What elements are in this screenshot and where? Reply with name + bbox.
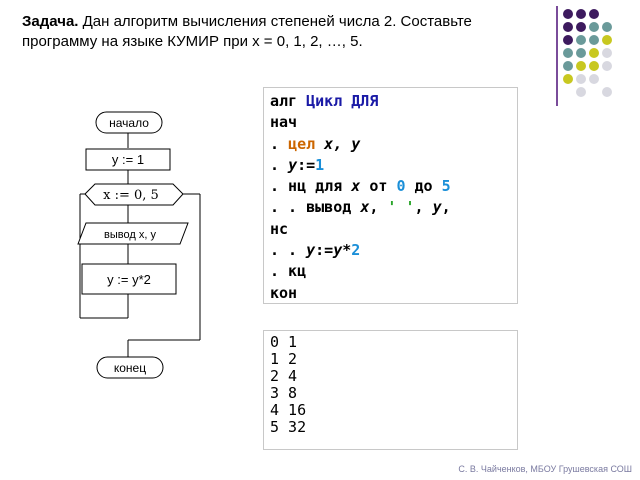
decorative-dot <box>563 9 573 19</box>
code-comma: , <box>414 198 433 217</box>
loop-hexagon <box>84 183 184 206</box>
init-process-box <box>85 148 171 171</box>
code-number: 0 <box>396 177 406 196</box>
code-keyword-alg: алг <box>270 92 307 110</box>
decorative-dot <box>576 22 586 32</box>
code-indent: . <box>270 134 289 153</box>
decorative-dot <box>589 61 599 71</box>
code-assign: := <box>315 241 334 260</box>
code-loop-start: . нц для <box>270 177 352 196</box>
code-indent: . . <box>270 241 307 260</box>
task-label: Задача. <box>22 13 79 30</box>
decorative-dot <box>576 74 586 84</box>
start-terminator <box>95 111 163 134</box>
init-label: y := 1 <box>112 152 144 167</box>
process-label: y := y*2 <box>107 272 151 287</box>
process-box <box>81 263 177 295</box>
decorative-dot <box>589 74 599 84</box>
decorative-dot <box>563 35 573 45</box>
decorative-dot <box>576 48 586 58</box>
code-string: ' ' <box>387 198 415 217</box>
decorative-dot <box>602 87 612 97</box>
code-comma: , <box>441 198 451 217</box>
code-program-name: Цикл ДЛЯ <box>306 92 379 110</box>
code-var-y: y <box>333 241 343 260</box>
decorative-dot <box>589 48 599 58</box>
output-parallelogram <box>77 222 189 245</box>
end-terminator <box>96 356 164 379</box>
kumir-code-panel: алг Цикл ДЛЯ нач . цел x, y . y:=1 . нц … <box>263 87 518 304</box>
output-line: 3 8 <box>270 384 298 402</box>
decorative-dot <box>576 87 586 97</box>
decorative-dot <box>589 9 599 19</box>
output-line: 2 4 <box>270 367 298 385</box>
task-statement: Задача. Дан алгоритм вычисления степеней… <box>22 12 522 52</box>
decorative-divider-line <box>556 6 558 106</box>
code-keyword-from: от <box>360 177 397 196</box>
code-number: 2 <box>351 241 361 260</box>
output-label: вывод x, y <box>104 229 156 241</box>
author-credit: С. В. Чайченков, МБОУ Грушевская СОШ <box>458 464 632 474</box>
task-text: Дан алгоритм вычисления степеней числа 2… <box>22 13 472 50</box>
code-operator: * <box>342 241 352 260</box>
code-var-x: x <box>351 177 361 196</box>
decorative-dot <box>563 22 573 32</box>
code-indent: . <box>270 155 289 174</box>
code-var-decl: x, y <box>315 134 361 153</box>
start-label: начало <box>109 116 149 130</box>
decorative-dot <box>563 48 573 58</box>
code-line-end: кон <box>270 283 298 302</box>
code-var-y: y <box>306 241 316 260</box>
code-keyword-to: до <box>405 177 442 196</box>
decorative-dot <box>576 35 586 45</box>
decorative-dot <box>563 61 573 71</box>
program-output-panel: 0 1 1 2 2 4 3 8 4 16 5 32 <box>263 330 518 450</box>
decorative-dot <box>589 35 599 45</box>
decorative-dot <box>589 22 599 32</box>
decorative-dot <box>563 74 573 84</box>
code-var-x: x <box>360 198 370 217</box>
code-comma: , <box>369 198 388 217</box>
code-newline-kw: нс <box>270 219 289 238</box>
decorative-dot-grid <box>563 9 612 97</box>
code-line-begin: нач <box>270 113 298 132</box>
decorative-dot <box>602 48 612 58</box>
output-line: 5 32 <box>270 418 307 436</box>
end-label: конец <box>114 361 146 375</box>
code-output-kw: . . вывод <box>270 198 361 217</box>
code-var-y: y <box>288 155 298 174</box>
decorative-dot <box>576 9 586 19</box>
code-var-y: y <box>432 198 442 217</box>
code-keyword-int: цел <box>288 134 316 153</box>
code-number: 1 <box>315 155 325 174</box>
loop-label: x := 0, 5 <box>103 188 159 203</box>
output-line: 4 16 <box>270 401 307 419</box>
decorative-dot <box>602 22 612 32</box>
decorative-dot <box>602 35 612 45</box>
code-number: 5 <box>441 177 451 196</box>
code-assign: := <box>297 155 316 174</box>
decorative-dot <box>576 61 586 71</box>
decorative-dot <box>602 61 612 71</box>
code-loop-end: . кц <box>270 262 307 281</box>
output-line: 1 2 <box>270 350 298 368</box>
output-line: 0 1 <box>270 333 298 351</box>
